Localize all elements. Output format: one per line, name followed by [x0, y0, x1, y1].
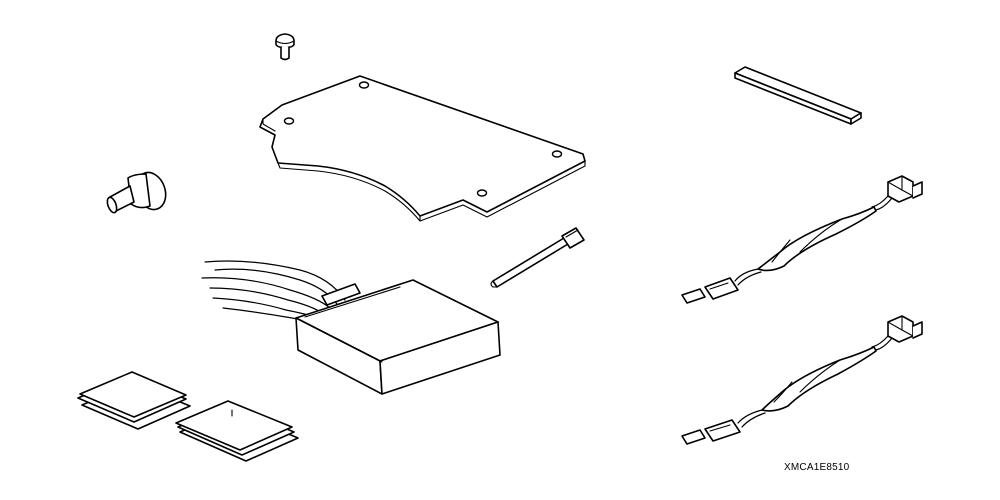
screw-icon	[275, 33, 295, 61]
cleaning-pads-left-icon	[77, 371, 191, 430]
grommet-icon	[106, 171, 167, 214]
cleaning-pads-right-icon	[175, 400, 299, 462]
cable-tie-icon	[490, 227, 585, 288]
foam-tape-icon	[734, 66, 862, 125]
control-unit-icon	[201, 260, 501, 395]
harness-lower-icon	[681, 315, 923, 445]
reference-code: XMCA1E8510	[784, 462, 850, 473]
mounting-plate-icon	[259, 75, 586, 222]
harness-upper-icon	[681, 175, 923, 304]
